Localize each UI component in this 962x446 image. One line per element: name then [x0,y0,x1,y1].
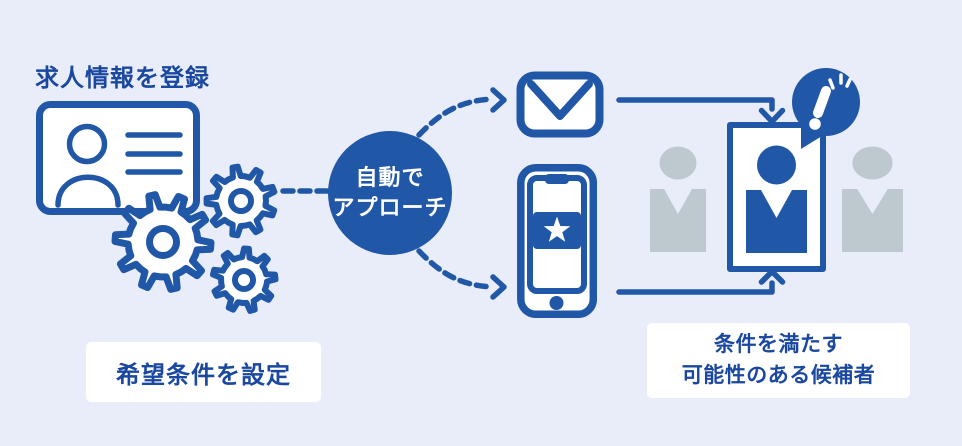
email-icon [516,71,604,138]
left-caption-box: 希望条件を設定 [86,342,321,402]
connector-email-to-candidate [616,97,786,125]
auto-approach-bubble: 自動で アプローチ [328,131,452,255]
right-caption-box: 条件を満たす 可能性のある候補者 [647,323,910,398]
phone-icon [517,164,597,318]
job-card-icon [36,101,200,215]
candidate-silhouette-right [842,146,903,252]
candidate-silhouette-left [650,146,706,252]
arrowhead-right-icon [490,274,507,300]
arrowhead-up-icon [758,268,786,285]
left-caption-text: 希望条件を設定 [116,361,291,389]
matched-candidate-silhouette [746,145,807,253]
arrowhead-right-icon [490,87,507,113]
connector-circle-to-phone [416,248,507,300]
right-caption-line2: 可能性のある候補者 [681,363,876,387]
auto-approach-label-line2: アプローチ [332,195,448,220]
connector-circle-to-email [416,87,507,138]
left-section-title: 求人情報を登録 [35,65,210,92]
auto-approach-label-line1: 自動で [355,165,425,191]
alert-bubble-icon [792,68,860,149]
right-caption-line1: 条件を満たす [714,333,843,357]
arrowhead-down-icon [758,107,786,125]
phone-notch [545,174,569,184]
connector-phone-to-candidate [616,268,786,295]
phone-home-button [549,296,564,310]
gears-icon [111,163,279,314]
